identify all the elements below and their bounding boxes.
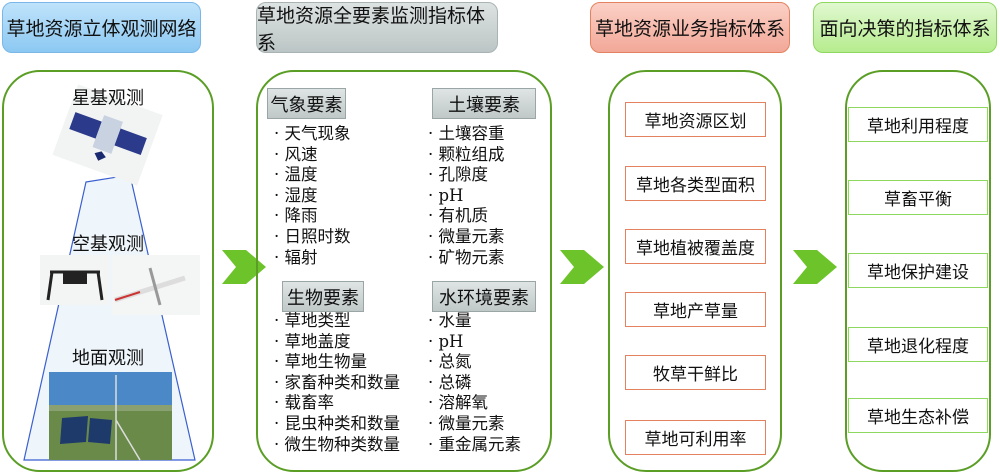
business-item: 草地各类型面积 [625, 166, 766, 201]
satellite-icon [52, 84, 163, 186]
list-item: 微量元素 [428, 227, 505, 248]
air-observation-label: 空基观测 [72, 234, 144, 255]
biology-list: 草地类型 草地盖度 草地生物量 家畜种类和数量 载畜率 昆虫种类和数量 微生物种… [274, 311, 401, 456]
list-item: pH [428, 332, 521, 353]
list-item: 有机质 [428, 206, 505, 227]
business-panel [608, 70, 782, 472]
decision-item: 草地退化程度 [848, 327, 988, 362]
list-item: 总氮 [428, 352, 521, 373]
list-item: 孔隙度 [428, 165, 505, 186]
list-item: 降雨 [274, 206, 351, 227]
list-item: 矿物元素 [428, 248, 505, 269]
business-item: 草地产草量 [625, 292, 766, 327]
list-item: 水量 [428, 311, 521, 332]
business-item: 草地可利用率 [625, 420, 766, 455]
ground-observation-label: 地面观测 [72, 348, 144, 369]
list-item: pH [428, 186, 505, 207]
water-list: 水量 pH 总氮 总磷 溶解氧 微量元素 重金属元素 [428, 311, 522, 456]
business-item: 草地资源区划 [625, 102, 766, 137]
list-item: 微生物种类数量 [274, 435, 401, 456]
decision-item: 草地利用程度 [848, 107, 988, 142]
list-item: 草地生物量 [274, 352, 400, 373]
list-item: 日照时数 [274, 227, 351, 248]
observation-panel [2, 70, 214, 472]
list-item: 颗粒组成 [428, 145, 505, 166]
list-item: 家畜种类和数量 [274, 373, 401, 394]
list-item: 载畜率 [274, 393, 400, 414]
list-item: 重金属元素 [428, 435, 522, 456]
group-title-meteorology: 气象要素 [267, 88, 346, 119]
group-title-biology: 生物要素 [282, 281, 364, 312]
soil-list: 土壤容重 颗粒组成 孔隙度 pH 有机质 微量元素 矿物元素 [428, 124, 505, 268]
list-item: 草地盖度 [274, 332, 400, 353]
monitoring-panel [256, 70, 552, 472]
list-item: 天气现象 [274, 124, 351, 145]
group-title-soil: 土壤要素 [432, 88, 536, 119]
fixed-wing-uav-icon [112, 255, 200, 315]
list-item: 溶解氧 [428, 393, 521, 414]
business-item: 草地植被覆盖度 [625, 229, 766, 264]
business-item: 牧草干鲜比 [625, 355, 766, 390]
list-item: 温度 [274, 165, 351, 186]
drone-icon [40, 255, 110, 305]
list-item: 昆虫种类和数量 [274, 414, 401, 435]
decision-item: 草地生态补偿 [848, 398, 988, 433]
list-item: 风速 [274, 145, 351, 166]
list-item: 草地类型 [274, 311, 400, 332]
header-monitoring-index: 草地资源全要素监测指标体系 [256, 2, 498, 54]
header-business-index: 草地资源业务指标体系 [590, 2, 790, 53]
decision-item: 草地保护建设 [848, 253, 988, 288]
list-item: 土壤容重 [428, 124, 505, 145]
arrow-right-icon [560, 250, 604, 284]
header-observation-network: 草地资源立体观测网络 [2, 2, 201, 53]
decision-item: 草畜平衡 [848, 180, 988, 215]
decision-panel [845, 70, 991, 472]
group-title-water: 水环境要素 [432, 281, 536, 312]
header-decision-index: 面向决策的指标体系 [813, 2, 997, 53]
list-item: 湿度 [274, 186, 351, 207]
list-item: 总磷 [428, 373, 521, 394]
arrow-right-icon [222, 250, 266, 284]
ground-station-photo [49, 372, 172, 461]
list-item: 微量元素 [428, 414, 521, 435]
arrow-right-icon [793, 250, 837, 284]
meteorology-list: 天气现象 风速 温度 湿度 降雨 日照时数 辐射 [274, 124, 351, 268]
observation-cone [23, 84, 200, 461]
list-item: 辐射 [274, 248, 351, 269]
satellite-observation-label: 星基观测 [72, 88, 144, 109]
